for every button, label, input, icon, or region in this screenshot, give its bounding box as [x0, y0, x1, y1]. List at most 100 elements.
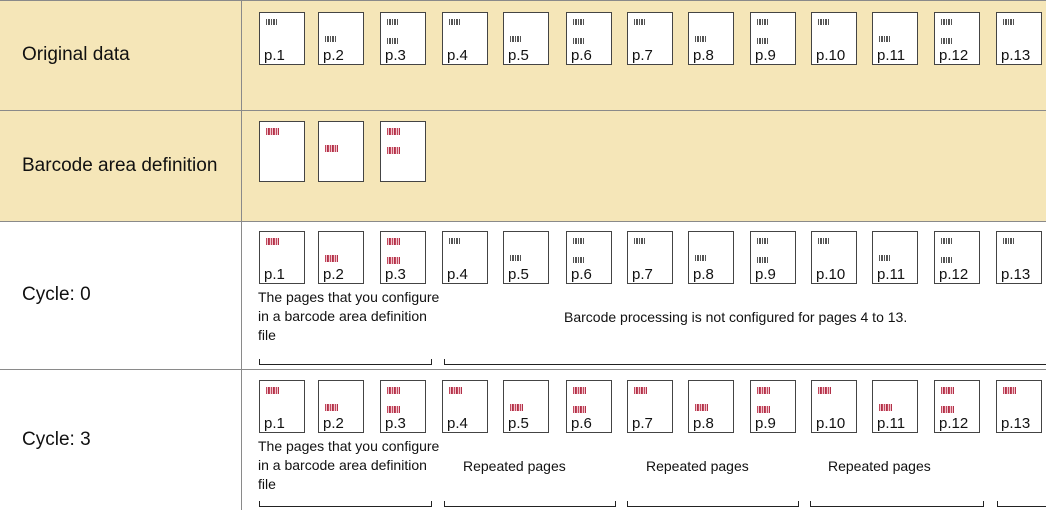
barcode-icon — [510, 36, 521, 42]
page-number: p.7 — [632, 415, 653, 432]
page-icon: p.4 — [442, 12, 488, 65]
barcode-icon — [573, 406, 586, 413]
page-icon: p.13 — [996, 380, 1042, 433]
barcode-icon — [573, 19, 584, 25]
page-number: p.3 — [385, 266, 406, 283]
not-configured-note: Barcode processing is not configured for… — [564, 309, 908, 325]
barcode-icon — [387, 238, 400, 245]
repeated-pages-label-1: Repeated pages — [463, 458, 566, 474]
page-icon: p.4 — [442, 380, 488, 433]
page-number: p.6 — [571, 266, 592, 283]
barcode-icon — [266, 128, 279, 135]
row-barcode-area-definition: Barcode area definition — [0, 110, 1046, 221]
page-icon: p.7 — [627, 12, 673, 65]
row-label-text: Cycle: 0 — [22, 284, 91, 306]
page-icon: p.4 — [442, 231, 488, 284]
page-icon: p.7 — [627, 231, 673, 284]
barcode-icon — [266, 387, 279, 394]
page-number: p.8 — [693, 47, 714, 64]
page-number: p.10 — [816, 415, 846, 432]
page-number: p.1 — [264, 266, 285, 283]
barcode-icon — [387, 257, 400, 264]
barcode-icon — [325, 36, 336, 42]
barcode-icon — [449, 238, 460, 244]
barcode-icon — [695, 404, 708, 411]
page-icon: p.12 — [934, 380, 980, 433]
row-cycle-0: Cycle: 0 The pages that you configure in… — [0, 221, 1046, 369]
page-number: p.6 — [571, 415, 592, 432]
barcode-icon — [941, 406, 954, 413]
page-icon: p.13 — [996, 231, 1042, 284]
barcode-icon — [573, 387, 586, 394]
barcode-icon — [573, 257, 584, 263]
barcode-icon — [387, 128, 400, 135]
page-icon: p.6 — [566, 12, 612, 65]
not-configured-bracket — [444, 359, 1046, 365]
barcode-icon — [757, 38, 768, 44]
page-icon: p.3 — [380, 380, 426, 433]
definition-page-icon — [380, 121, 426, 182]
page-icon: p.9 — [750, 380, 796, 433]
page-number: p.5 — [508, 266, 529, 283]
row-content — [242, 111, 1046, 221]
barcode-icon — [387, 147, 400, 154]
barcode-icon — [818, 19, 829, 25]
page-icon: p.11 — [872, 231, 918, 284]
barcode-icon — [387, 406, 400, 413]
page-number: p.13 — [1001, 47, 1031, 64]
barcode-icon — [941, 238, 952, 244]
page-number: p.8 — [693, 266, 714, 283]
barcode-icon — [757, 19, 768, 25]
barcode-icon — [757, 238, 768, 244]
barcode-icon — [1003, 387, 1016, 394]
page-icon: p.13 — [996, 12, 1042, 65]
page-number: p.4 — [447, 266, 468, 283]
repeated-pages-bracket-4 — [997, 501, 1046, 507]
barcode-icon — [1003, 19, 1014, 25]
configured-pages-note: The pages that you configure in a barcod… — [258, 289, 440, 343]
row-label: Cycle: 0 — [0, 222, 242, 369]
barcode-icon — [941, 257, 952, 263]
barcode-icon — [387, 19, 398, 25]
page-number: p.5 — [508, 415, 529, 432]
row-label: Barcode area definition — [0, 111, 242, 221]
configured-pages-bracket — [259, 359, 432, 365]
page-number: p.13 — [1001, 266, 1031, 283]
barcode-icon — [695, 36, 706, 42]
repeated-pages-label-3: Repeated pages — [828, 458, 931, 474]
barcode-icon — [634, 238, 645, 244]
page-number: p.6 — [571, 47, 592, 64]
page-number: p.10 — [816, 47, 846, 64]
barcode-icon — [325, 404, 338, 411]
page-number: p.7 — [632, 266, 653, 283]
barcode-icon — [510, 255, 521, 261]
page-icon: p.9 — [750, 12, 796, 65]
page-icon: p.1 — [259, 12, 305, 65]
page-icon: p.3 — [380, 231, 426, 284]
barcode-icon — [941, 38, 952, 44]
row-label-text: Cycle: 3 — [22, 428, 91, 450]
barcode-icon — [634, 387, 647, 394]
page-icon: p.1 — [259, 231, 305, 284]
barcode-icon — [879, 255, 890, 261]
page-number: p.2 — [323, 415, 344, 432]
page-number: p.2 — [323, 266, 344, 283]
row-label: Cycle: 3 — [0, 370, 242, 510]
barcode-icon — [266, 238, 279, 245]
page-number: p.9 — [755, 415, 776, 432]
barcode-icon — [941, 19, 952, 25]
page-number: p.8 — [693, 415, 714, 432]
page-icon: p.9 — [750, 231, 796, 284]
page-number: p.1 — [264, 47, 285, 64]
page-icon: p.10 — [811, 231, 857, 284]
page-number: p.2 — [323, 47, 344, 64]
repeated-pages-bracket-3 — [810, 501, 984, 507]
page-number: p.12 — [939, 266, 969, 283]
barcode-icon — [573, 38, 584, 44]
row-label-text: Barcode area definition — [22, 154, 218, 176]
page-icon: p.11 — [872, 380, 918, 433]
page-icon: p.7 — [627, 380, 673, 433]
page-icon: p.2 — [318, 12, 364, 65]
barcode-icon — [1003, 238, 1014, 244]
